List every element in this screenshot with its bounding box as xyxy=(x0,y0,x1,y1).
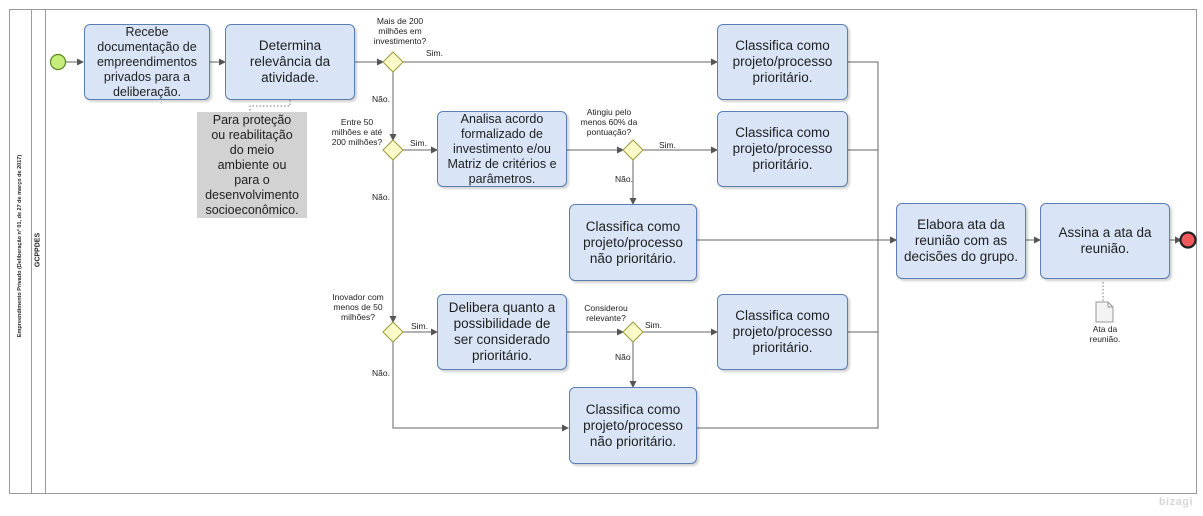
annotation-note: Para proteção ou reabilitação do meio am… xyxy=(197,112,307,218)
bizagi-logo: bizagi xyxy=(1158,496,1193,508)
flow-label-g2-sim: Sim. xyxy=(410,138,427,148)
task-classifica-prioritario-1[interactable]: Classifica como projeto/processo priorit… xyxy=(717,24,848,100)
flow-label-g4-nao: Não. xyxy=(372,368,390,378)
document-icon xyxy=(1095,301,1114,323)
flow-label-g5-nao: Não xyxy=(615,352,631,362)
task-elabora[interactable]: Elabora ata da reunião com as decisões d… xyxy=(896,203,1026,279)
gateway-g5 xyxy=(622,321,644,343)
flow-label-g1-sim: Sim. xyxy=(426,48,443,58)
gateway-g2-label: Entre 50 milhões e até 200 milhões? xyxy=(331,117,383,147)
end-event xyxy=(1179,231,1197,249)
flow-c1-elabora xyxy=(848,61,897,244)
gateway-g1-label: Mais de 200 milhões em investimento? xyxy=(373,16,427,46)
flow-label-g3-nao: Não. xyxy=(615,174,633,184)
flow-cn2-elabora xyxy=(697,332,879,429)
task-delibera[interactable]: Delibera quanto a possibilidade de ser c… xyxy=(437,294,567,370)
task-determina[interactable]: Determina relevância da atividade. xyxy=(225,24,355,100)
gateway-g5-label: Considerou relevante? xyxy=(584,303,628,323)
lane-divider xyxy=(45,9,46,494)
task-classifica-nao-prioritario-1[interactable]: Classifica como projeto/processo não pri… xyxy=(569,204,697,281)
pool-divider xyxy=(31,9,32,494)
start-event xyxy=(49,53,67,71)
association-annotation xyxy=(249,100,291,112)
flow-g4-nao xyxy=(392,342,569,432)
gateway-g4-label: Inovador com menos de 50 milhões? xyxy=(332,292,384,322)
task-classifica-nao-prioritario-2[interactable]: Classifica como projeto/processo não pri… xyxy=(569,387,697,464)
gateway-g3-label: Atingiu pelo menos 60% da pontuação? xyxy=(580,107,638,137)
task-classifica-prioritario-3[interactable]: Classifica como projeto/processo priorit… xyxy=(717,294,848,370)
task-recebe[interactable]: Recebe documentação de empreendimentos p… xyxy=(84,24,210,100)
flow-label-g1-nao: Não. xyxy=(372,94,390,104)
task-assina[interactable]: Assina a ata da reunião. xyxy=(1040,203,1170,279)
flow-label-g4-sim: Sim. xyxy=(411,321,428,331)
flow-label-g3-sim: Sim. xyxy=(659,140,676,150)
flow-label-g2-nao: Não. xyxy=(372,192,390,202)
flow-label-g5-sim: Sim. xyxy=(645,320,662,330)
gateway-g4 xyxy=(382,321,404,343)
gateway-g1 xyxy=(382,51,404,73)
document-label: Ata da reunião. xyxy=(1089,324,1121,344)
task-analisa[interactable]: Analisa acordo formalizado de investimen… xyxy=(437,111,567,187)
gateway-g2 xyxy=(382,139,404,161)
task-classifica-prioritario-2[interactable]: Classifica como projeto/processo priorit… xyxy=(717,111,848,187)
flow-c3-elabora xyxy=(848,240,879,333)
gateway-g3 xyxy=(622,139,644,161)
